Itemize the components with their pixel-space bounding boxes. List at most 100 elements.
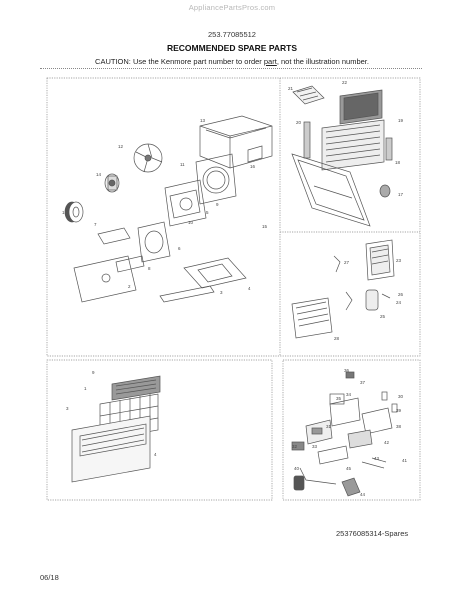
- callout-label: 27: [344, 260, 350, 265]
- callout-label: 2: [128, 284, 131, 289]
- callout-label: 30: [398, 394, 404, 399]
- caution-text-end: , not the illustration number.: [276, 57, 369, 66]
- callout-label: 1: [84, 386, 87, 391]
- front-cover-part: [71, 415, 151, 483]
- callout-label: 28: [334, 336, 340, 341]
- panel-main-chassis: [64, 115, 273, 303]
- callout-label: 39: [396, 408, 402, 413]
- callout-label: 40: [294, 466, 300, 471]
- callouts-panel-controls: 30 31 32 33 34 35 36 37 38 39 40 41 42 4…: [292, 368, 408, 497]
- callout-label: 5: [206, 210, 209, 215]
- callout-label: 38: [396, 424, 402, 429]
- frame-part: [291, 153, 371, 227]
- callout-label: 14: [96, 172, 102, 177]
- panel-main-frame: [46, 77, 421, 357]
- callout-label: 10: [188, 220, 194, 225]
- divider-rule: [40, 68, 422, 69]
- callout-label: 44: [360, 492, 366, 497]
- callout-label: 31: [326, 424, 332, 429]
- callout-label: 26: [398, 292, 404, 297]
- callout-label: 21: [288, 86, 294, 91]
- callout-label: 15: [262, 224, 268, 229]
- callouts-panel-front: 9 1 3 4: [66, 370, 157, 457]
- panel-coils: [291, 239, 395, 339]
- blower-wheel-part: [64, 201, 84, 223]
- callout-label: 11: [180, 162, 185, 167]
- caution-link[interactable]: part: [263, 57, 277, 66]
- caution-text: CAUTION: Use the Kenmore part number to …: [95, 57, 264, 66]
- page-heading: RECOMMENDED SPARE PARTS: [166, 43, 298, 53]
- callout-label: 34: [346, 392, 352, 397]
- callout-label: 4: [248, 286, 251, 291]
- callout-label: 18: [395, 160, 401, 165]
- remote-part: [292, 85, 325, 105]
- front-grille-part: [321, 119, 385, 171]
- motor-part: [104, 173, 120, 193]
- callout-label: 36: [344, 368, 350, 373]
- callouts-panel-main: 1 2 3 4 5 6 7 8 9 10 11 12 13 14 15 16 1…: [62, 80, 404, 295]
- louver-block-part: [111, 375, 161, 401]
- callout-label: 13: [200, 118, 206, 123]
- callout-label: 22: [342, 80, 348, 85]
- callout-label: 43: [374, 456, 380, 461]
- blower-scroll-part: [137, 221, 171, 263]
- remote-control-part: [341, 477, 361, 497]
- evaporator-coil-part: [365, 239, 395, 281]
- sensor-part: [381, 391, 398, 413]
- panel-controls: [291, 371, 398, 497]
- pcb-part: [317, 445, 349, 465]
- callout-label: 9: [216, 202, 219, 207]
- callout-label: 9: [92, 370, 95, 375]
- filter-part: [339, 89, 383, 125]
- callout-label: 20: [296, 120, 302, 125]
- panel-control-frame: [282, 359, 421, 501]
- callout-label: 3: [66, 406, 69, 411]
- relay-part: [329, 393, 345, 405]
- footer-part-code: 25376085314-Spares: [336, 529, 409, 538]
- revision-date: 06/18: [40, 573, 59, 582]
- switch-part: [345, 371, 355, 379]
- callout-label: 8: [148, 266, 151, 271]
- cover-part: [115, 255, 145, 273]
- callout-label: 19: [398, 118, 404, 123]
- panel-grille-frame: [291, 85, 393, 227]
- callout-label: 41: [402, 458, 408, 463]
- control-board-part: [305, 419, 333, 445]
- base-plate-part: [183, 257, 247, 289]
- wire-harness-part: [361, 457, 387, 469]
- terminal-part: [347, 429, 373, 449]
- callout-label: 7: [94, 222, 97, 227]
- callout-label: 1: [62, 210, 65, 215]
- panel-front-frame: [46, 359, 273, 501]
- callout-label: 6: [178, 246, 181, 251]
- callout-label: 24: [396, 300, 402, 305]
- panel-front-assembly: [71, 375, 161, 483]
- callout-label: 32: [292, 444, 298, 449]
- callout-label: 4: [154, 452, 157, 457]
- callout-label: 42: [384, 440, 390, 445]
- bracket-part: [97, 227, 131, 245]
- callouts-panel-coils: 23 24 25 26 27 28: [334, 258, 404, 341]
- louver-part: [303, 121, 393, 161]
- compressor-part: [345, 289, 391, 311]
- watermark: AppliancePartsPros.com: [188, 3, 276, 12]
- panel-frames: [46, 77, 421, 501]
- tubing-part: [333, 255, 341, 273]
- capacitor-part: [291, 441, 305, 451]
- callout-label: 33: [312, 444, 318, 449]
- callout-label: 25: [380, 314, 386, 319]
- rail-part: [159, 285, 215, 303]
- document-number: 253.77085512: [208, 30, 256, 39]
- control-box-part: [329, 397, 361, 427]
- cabinet-part: [199, 115, 273, 169]
- fan-blade-part: [133, 143, 163, 173]
- callout-label: 37: [360, 380, 366, 385]
- callout-label: 23: [396, 258, 402, 263]
- callout-label: 12: [118, 144, 124, 149]
- knob-part: [379, 184, 391, 198]
- bracket-box-part: [361, 407, 393, 435]
- callout-label: 3: [220, 290, 223, 295]
- base-pan-part: [73, 255, 137, 303]
- callout-label: 17: [398, 192, 404, 197]
